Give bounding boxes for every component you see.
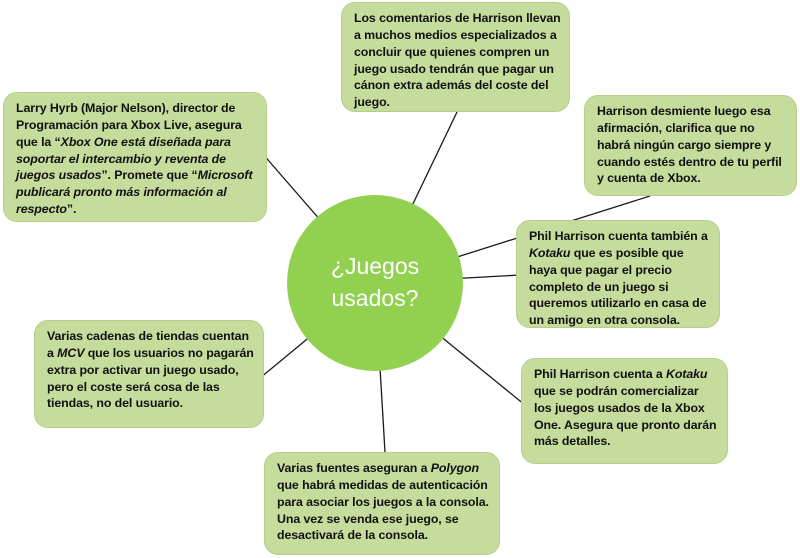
node-harrison-friend-console-text-1: Phil Harrison cuenta también a	[529, 229, 708, 243]
node-harrison-resale-source: Kotaku	[665, 367, 708, 381]
node-store-chains-text-2: que los usuarios no pagarán extra por ac…	[47, 345, 254, 411]
central-topic-title: ¿Juegos usados?	[330, 253, 420, 311]
node-major-nelson-quote-1: Xbox One está diseñada para soportar el …	[16, 134, 231, 183]
node-harrison-friend-console-source: Kotaku	[529, 245, 571, 260]
node-polygon-sources-source: Polygon	[430, 461, 479, 475]
node-major-nelson-quote-2: Microsoft publicará pronto más informaci…	[16, 168, 253, 217]
node-polygon-sources-text-1: Varias fuentes aseguran a	[277, 461, 431, 475]
node-store-chains: Varias cadenas de tiendas cuentan a MCV …	[34, 320, 264, 428]
node-store-chains-text-1: Varias cadenas de tiendas cuentan a	[47, 329, 249, 360]
node-store-chains-source: MCV	[57, 345, 85, 360]
node-harrison-resale-text-1: Phil Harrison cuenta a	[534, 367, 666, 381]
node-harrison-friend-console: Phil Harrison cuenta también a Kotaku qu…	[516, 220, 720, 328]
node-major-nelson-text-2: ”. Promete que “	[101, 168, 198, 183]
node-harrison-resale-text-2: que se podrán comercializar los juegos u…	[534, 383, 717, 449]
node-harrison-denies-text: Harrison desmiente luego esa afirmación,…	[597, 104, 782, 186]
node-major-nelson-text-3: ”.	[66, 202, 77, 217]
node-harrison-comments: Los comentarios de Harrison llevan a muc…	[341, 2, 570, 112]
node-harrison-resale: Phil Harrison cuenta a Kotaku que se pod…	[521, 358, 728, 464]
node-major-nelson: Larry Hyrb (Major Nelson), director de P…	[3, 92, 267, 222]
node-harrison-comments-text: Los comentarios de Harrison llevan a muc…	[354, 11, 561, 110]
node-harrison-denies: Harrison desmiente luego esa afirmación,…	[584, 95, 797, 196]
node-harrison-friend-console-text-2: que es posible que haya que pagar el pre…	[529, 245, 707, 328]
node-polygon-sources-text-2: que habrá medidas de autenticación para …	[277, 477, 489, 543]
node-polygon-sources: Varias fuentes aseguran a Polygon que ha…	[264, 452, 500, 555]
central-topic: ¿Juegos usados?	[287, 195, 463, 371]
node-major-nelson-text-1: Larry Hyrb (Major Nelson), director de P…	[16, 101, 242, 149]
